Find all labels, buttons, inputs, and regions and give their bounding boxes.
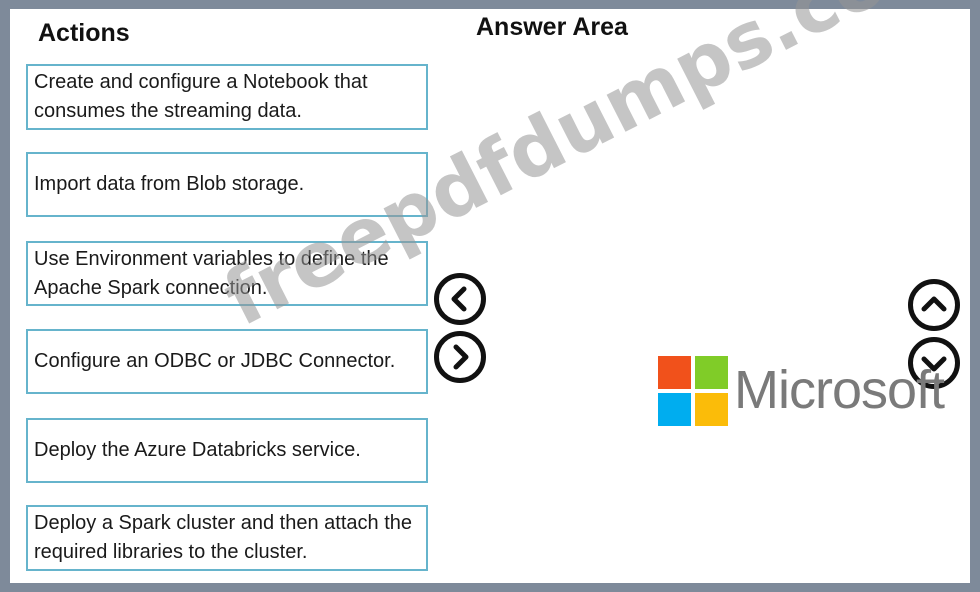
chevron-up-icon (921, 296, 947, 312)
chevron-left-icon (451, 286, 467, 312)
chevron-right-icon (453, 344, 469, 370)
answer-area-heading: Answer Area (476, 13, 628, 41)
chevron-down-icon (921, 356, 947, 372)
action-item-deploy-spark-cluster[interactable]: Deploy a Spark cluster and then attach t… (26, 505, 428, 571)
microsoft-logo-icon (658, 356, 728, 426)
move-left-button[interactable] (434, 273, 486, 325)
action-item-environment-variables[interactable]: Use Environment variables to define the … (26, 241, 428, 306)
actions-heading: Actions (38, 19, 130, 47)
action-item-deploy-databricks[interactable]: Deploy the Azure Databricks service. (26, 418, 428, 483)
microsoft-logo-text: Microsoft (734, 360, 945, 420)
action-item-odbc-jdbc[interactable]: Configure an ODBC or JDBC Connector. (26, 329, 428, 394)
action-item-import-blob[interactable]: Import data from Blob storage. (26, 152, 428, 217)
drag-drop-question-panel: Actions Answer Area Create and configure… (10, 0, 970, 583)
move-down-button[interactable] (908, 337, 960, 389)
move-up-button[interactable] (908, 279, 960, 331)
move-right-button[interactable] (434, 331, 486, 383)
action-item-create-notebook[interactable]: Create and configure a Notebook that con… (26, 64, 428, 130)
